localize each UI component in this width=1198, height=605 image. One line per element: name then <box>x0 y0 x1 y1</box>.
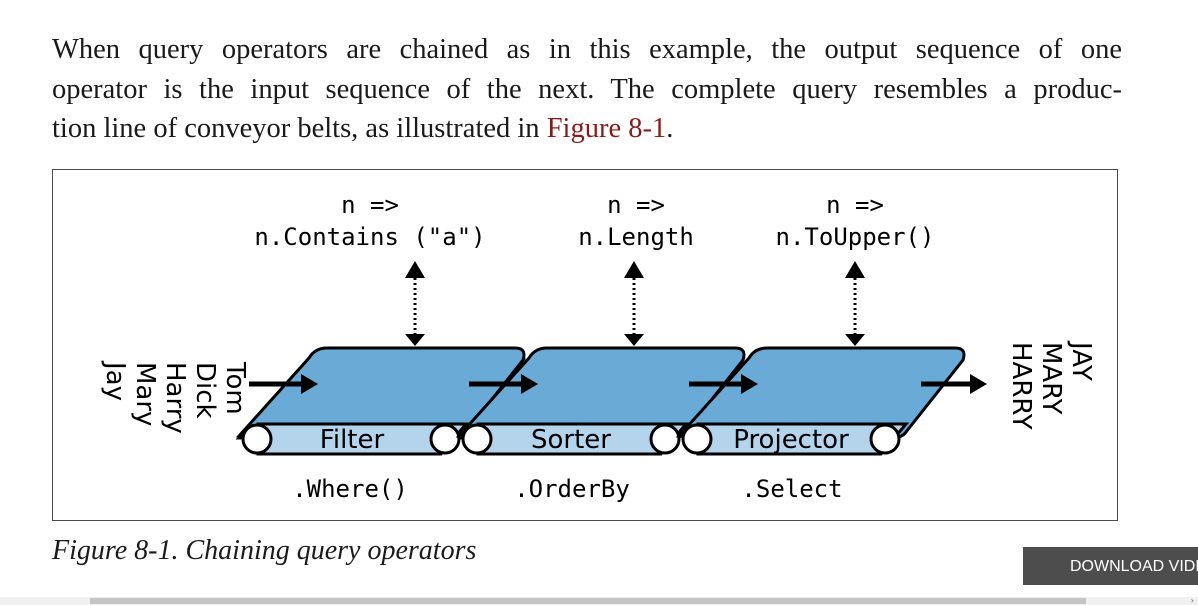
arrow-right-icon <box>301 374 318 394</box>
belt-label: Filter <box>320 425 385 455</box>
figure-8-1: Tom Dick Harry Mary Jay JAY MARY HARRY n… <box>52 169 1118 521</box>
arrow-down-icon <box>405 334 425 346</box>
paragraph-line-1: When query operators are chained as in t… <box>52 34 1122 65</box>
output-name-jay: JAY <box>1066 340 1096 381</box>
roller-icon <box>461 423 493 455</box>
body-paragraph: When query operators are chained as in t… <box>52 30 1122 149</box>
lambda-expression: n.ToUpper() <box>776 223 935 251</box>
operator-filter: n => n.Contains ("a") Filter .Where() <box>235 191 526 503</box>
arrow-up-icon <box>845 261 865 278</box>
arrow-up-icon <box>405 261 425 278</box>
roller-icon <box>241 423 273 455</box>
input-name-harry: Harry <box>160 362 190 434</box>
arrow-right-icon <box>521 374 538 394</box>
roller-icon <box>429 423 461 455</box>
lambda-expression: n.Contains ("a") <box>254 223 485 251</box>
scroll-right-icon[interactable]: › <box>1190 596 1194 605</box>
roller-icon <box>649 423 681 455</box>
operator-sorter: n => n.Length Sorter .OrderBy <box>455 191 746 503</box>
output-name-mary: MARY <box>1036 342 1066 415</box>
belt-label: Projector <box>733 425 849 455</box>
arrow-down-icon <box>845 334 865 346</box>
lambda-expression: n.Length <box>578 223 694 251</box>
horizontal-scrollbar[interactable]: › <box>0 597 1198 605</box>
figure-caption: Figure 8-1. Chaining query operators <box>52 535 477 566</box>
input-name-jay: Jay <box>100 360 130 401</box>
roller-icon <box>869 423 901 455</box>
arrow-right-icon <box>970 374 987 394</box>
input-name-mary: Mary <box>130 362 160 426</box>
figure-link[interactable]: Figure 8-1 <box>546 113 667 144</box>
roller-icon <box>681 423 713 455</box>
method-name: .OrderBy <box>514 475 630 503</box>
arrow-right-icon <box>741 374 758 394</box>
conveyor-diagram: Tom Dick Harry Mary Jay JAY MARY HARRY n… <box>100 191 1096 503</box>
method-name: .Select <box>741 475 842 503</box>
arrow-up-icon <box>624 261 644 278</box>
input-name-tom: Tom <box>220 361 250 415</box>
output-names: JAY MARY HARRY <box>1006 340 1096 430</box>
lambda-header: n => <box>826 191 884 219</box>
input-names: Tom Dick Harry Mary Jay <box>100 360 250 434</box>
arrow-down-icon <box>624 334 644 346</box>
paragraph-line-2: operator is the input sequence of the ne… <box>52 73 1122 105</box>
download-video-button[interactable]: DOWNLOAD VIDEO <box>1023 547 1198 585</box>
lambda-header: n => <box>341 191 399 219</box>
scrollbar-thumb[interactable] <box>90 598 1086 604</box>
paragraph-line-3: tion line of conveyor belts, as illustra… <box>52 109 1122 149</box>
operator-projector: n => n.ToUpper() Projector .Select <box>675 191 966 503</box>
method-name: .Where() <box>292 475 408 503</box>
paragraph-line-3-end: . <box>666 113 674 144</box>
output-name-harry: HARRY <box>1006 342 1036 430</box>
lambda-header: n => <box>607 191 665 219</box>
belt-label: Sorter <box>531 425 611 455</box>
paragraph-line-3-text: tion line of conveyor belts, as illustra… <box>52 113 547 144</box>
input-name-dick: Dick <box>190 362 220 419</box>
